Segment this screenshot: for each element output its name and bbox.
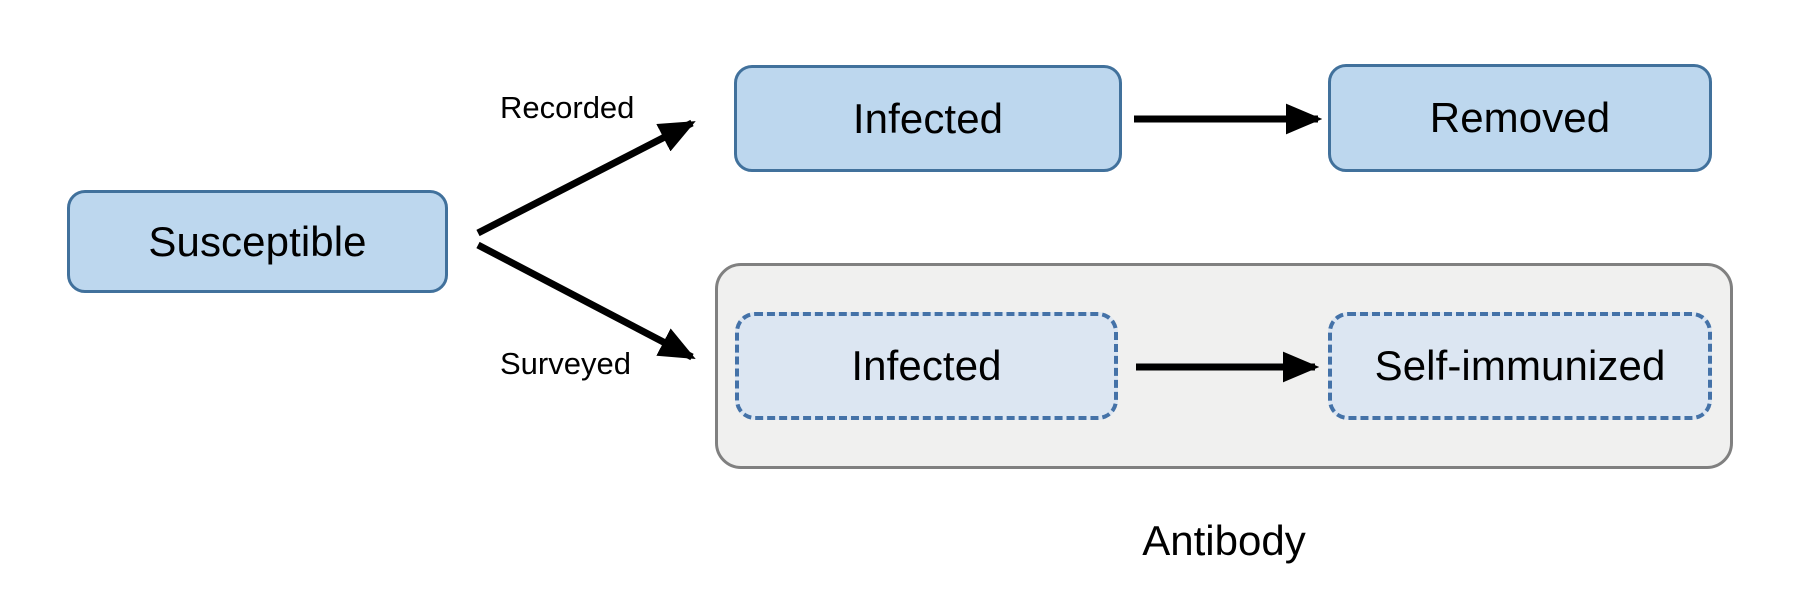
edge-label-surveyed: Surveyed (500, 346, 631, 381)
arrow-recorded (476, 119, 696, 237)
node-infected-surveyed[interactable]: Infected (735, 312, 1118, 420)
node-removed-label: Removed (1429, 94, 1611, 141)
node-susceptible-label: Susceptible (148, 217, 367, 265)
node-self-immunized[interactable]: Self-immunized (1328, 312, 1712, 420)
node-infected-surveyed-label: Infected (851, 342, 1002, 389)
antibody-group-caption: Antibody (1142, 517, 1306, 564)
arrow-surveyed (476, 241, 696, 361)
edge-label-recorded: Recorded (500, 90, 635, 125)
node-self-immunized-label: Self-immunized (1374, 342, 1666, 389)
node-infected-recorded-label: Infected (852, 94, 1004, 142)
node-removed[interactable]: Removed (1328, 64, 1712, 172)
node-susceptible[interactable]: Susceptible (67, 190, 448, 293)
node-infected-recorded[interactable]: Infected (734, 65, 1122, 172)
